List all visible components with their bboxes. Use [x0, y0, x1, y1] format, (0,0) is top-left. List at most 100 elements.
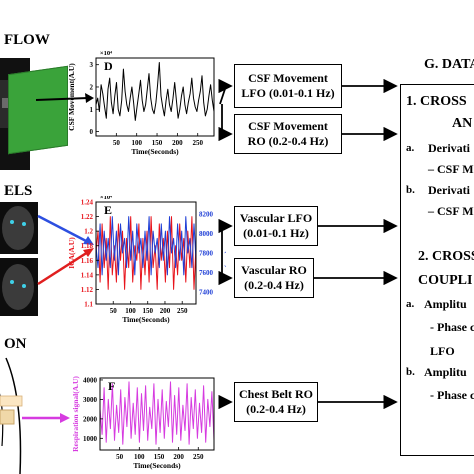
x-tick-label: 200	[172, 139, 183, 147]
chart-e: 50 100 150 200 250 1.1 1.12 1.14 1.16 1.18 1.2 1.22…	[67, 196, 226, 324]
chest-belt-drawing	[0, 357, 70, 474]
box-csf-ro: CSF Movement RO (0.2-0.4 Hz)	[234, 114, 342, 154]
x-tick-label: 150	[142, 307, 153, 315]
arrows-vessels	[37, 214, 94, 286]
item-2b-text: Amplitu	[424, 365, 467, 379]
y-tick-label: 1.24	[81, 199, 94, 207]
item-2a-lfo: LFO	[430, 344, 455, 358]
x-tick-label: 200	[160, 307, 171, 315]
cross-2-heading: 2. CROSS	[418, 249, 474, 264]
item-a-marker: a.	[406, 142, 415, 154]
y-tick-label: 0	[90, 128, 94, 136]
y-exponent: ×10⁴	[100, 50, 112, 57]
item-b-marker: b.	[406, 184, 415, 196]
y-axis-label: ICA(A.U)	[67, 237, 76, 269]
box-vascular-ro-line1: Vascular RO	[241, 263, 307, 277]
chart-f: 50 100 150 200 250 1000 2000 3000 4000Time(Secon…	[71, 376, 215, 470]
item-2b-sub: - Phase c	[430, 388, 474, 402]
series-line-0	[99, 381, 215, 445]
box-csf-lfo: CSF Movement LFO (0.01-0.1 Hz)	[234, 64, 342, 108]
x-tick-label: 50	[110, 307, 118, 315]
x-tick-label: 50	[116, 453, 124, 461]
box-vascular-ro: Vascular RO (0.2-0.4 Hz)	[234, 258, 314, 298]
item-b-text: Derivati	[428, 183, 470, 197]
y-tick-label: 4000	[83, 376, 98, 384]
panel-label: E	[104, 203, 112, 217]
y-right-tick-label: 7800	[199, 250, 214, 258]
box-chest-belt-ro-line1: Chest Belt RO	[239, 387, 313, 401]
y-tick-label: 1.2	[84, 228, 93, 236]
y-tick-label: 1.12	[81, 286, 94, 294]
y-tick-label: 1.22	[81, 213, 94, 221]
x-tick-label: 100	[131, 139, 142, 147]
item-a-text: Derivati	[428, 141, 470, 155]
y-tick-label: 1.1	[84, 301, 93, 309]
x-tick-label: 150	[152, 139, 163, 147]
box-chest-belt-ro-line2: (0.2-0.4 Hz)	[246, 402, 306, 416]
section-label-vessels: ELS	[4, 183, 33, 199]
y-tick-label: 1.18	[81, 242, 94, 250]
panel-label: F	[108, 379, 115, 393]
box-csf-lfo-line2: LFO (0.01-0.1 Hz)	[241, 86, 335, 100]
item-2a-sub: - Phase c	[430, 320, 474, 334]
y-tick-label: 3000	[83, 396, 98, 404]
box-vascular-ro-line2: (0.2-0.4 Hz)	[244, 278, 304, 292]
y-tick-label: 1.16	[81, 257, 94, 265]
analysis-title: G. DATA	[424, 57, 474, 72]
cross-2-heading-cont: COUPLI	[418, 273, 473, 288]
section-label-respiration: ON	[4, 336, 27, 352]
plot-frame	[99, 377, 215, 451]
x-tick-label: 200	[173, 453, 184, 461]
vessel-mri-image-top	[0, 202, 38, 254]
box-csf-ro-line1: CSF Movement	[248, 119, 328, 133]
box-csf-lfo-line1: CSF Movement	[248, 71, 328, 85]
y-right-tick-label: 8200	[199, 211, 214, 219]
box-vascular-lfo-line1: Vascular LFO	[239, 211, 313, 225]
y-tick-label: 2000	[83, 415, 98, 423]
analysis-panel	[400, 84, 474, 456]
x-axis-label: Time(Seconds)	[131, 147, 179, 156]
y-tick-label: 1.14	[81, 271, 94, 279]
section-label-flow: FLOW	[4, 32, 50, 48]
y-tick-label: 1000	[83, 435, 98, 443]
cross-1-heading-cont: AN	[452, 116, 473, 131]
box-vascular-lfo: Vascular LFO (0.01-0.1 Hz)	[234, 206, 318, 246]
item-a-sub: – CSF M	[428, 162, 474, 176]
x-axis-label: Time(Seconds)	[133, 461, 181, 470]
plot-frame	[95, 57, 215, 137]
x-axis-label: Time(Seconds)	[122, 315, 170, 324]
arrow-flow	[36, 93, 94, 103]
panel-label: D	[104, 59, 113, 73]
y-tick-label: 2	[90, 83, 94, 91]
x-tick-label: 100	[134, 453, 145, 461]
x-tick-label: 250	[177, 307, 188, 315]
series-line-0	[95, 62, 215, 121]
y-exponent: ×10⁴	[100, 196, 112, 201]
series-line-1	[95, 216, 197, 276]
x-tick-label: 250	[192, 139, 203, 147]
item-b-sub: – CSF M	[428, 204, 474, 218]
x-tick-label: 100	[125, 307, 136, 315]
y-tick-label: 1	[90, 106, 94, 114]
box-chest-belt-ro: Chest Belt RO (0.2-0.4 Hz)	[234, 382, 318, 422]
x-tick-label: 150	[154, 453, 165, 461]
box-vascular-lfo-line2: (0.01-0.1 Hz)	[243, 226, 309, 240]
x-tick-label: 250	[193, 453, 204, 461]
plot-frame	[95, 201, 197, 305]
cross-1-heading: 1. CROSS	[406, 94, 467, 109]
y-axis-label: Respiration signal(A.U)	[71, 376, 80, 452]
item-2a-marker: a.	[406, 298, 415, 310]
y-tick-label: 3	[90, 61, 94, 69]
y-right-tick-label: 7600	[199, 269, 214, 277]
vessel-mri-image-bottom	[0, 258, 38, 316]
y-right-tick-label: 8000	[199, 230, 214, 238]
y-right-axis-label: LIV(A.U)	[224, 239, 226, 269]
y-axis-label: CSF Movement(A.U)	[67, 63, 76, 131]
x-tick-label: 50	[113, 139, 121, 147]
item-2b-marker: b.	[406, 366, 415, 378]
box-csf-ro-line2: RO (0.2-0.4 Hz)	[247, 134, 329, 148]
item-2a-text: Amplitu	[424, 297, 467, 311]
y-right-tick-label: 7400	[199, 289, 214, 297]
